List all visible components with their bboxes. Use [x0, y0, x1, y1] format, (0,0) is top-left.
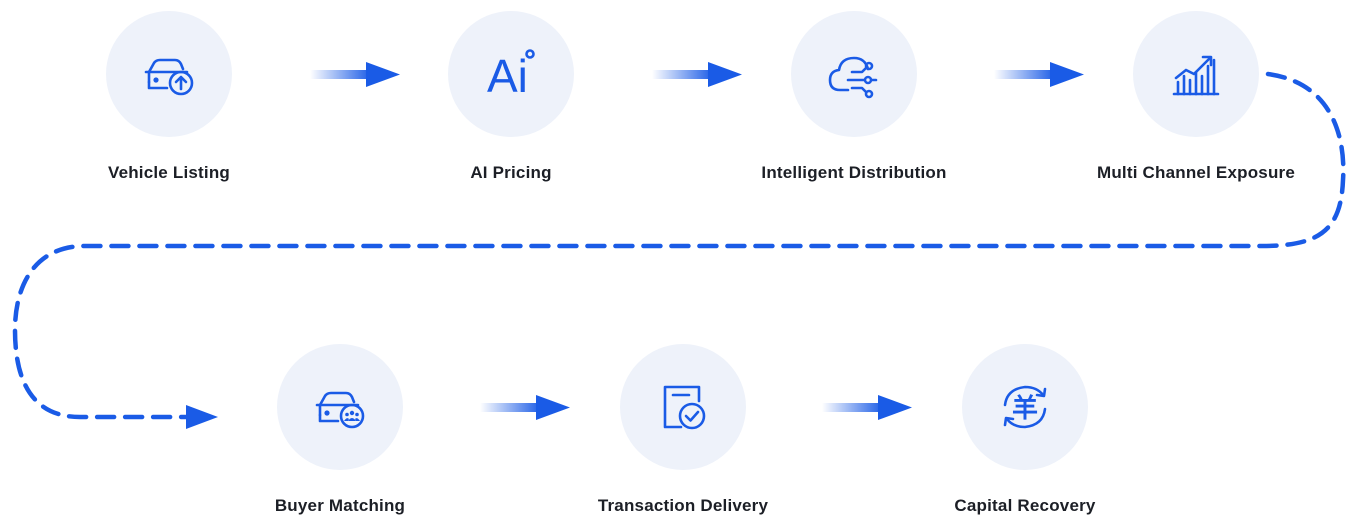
- growth-chart-icon: [1172, 55, 1220, 96]
- cloud-network-icon: [828, 56, 878, 99]
- step-vehicle-listing: Vehicle Listing: [44, 11, 294, 183]
- step-label: AI Pricing: [470, 163, 552, 182]
- arrow-6-7: [822, 395, 912, 420]
- step-icon-circle: Ai: [448, 11, 574, 137]
- step-label: Capital Recovery: [954, 496, 1096, 515]
- step-capital-recovery: 羊 Capital Recovery: [900, 344, 1150, 516]
- wrap-arrowhead: [186, 405, 218, 429]
- step-multi-channel-exposure: Multi Channel Exposure: [1071, 11, 1321, 183]
- currency-cycle-icon: 羊: [1003, 385, 1047, 429]
- arrow-5-6: [480, 395, 570, 420]
- step-label: Multi Channel Exposure: [1096, 163, 1296, 182]
- step-icon-circle: [791, 11, 917, 137]
- step-transaction-delivery: Transaction Delivery: [558, 344, 808, 516]
- step-buyer-matching: Buyer Matching: [215, 344, 465, 516]
- step-icon-circle: [1133, 11, 1259, 137]
- step-icon-circle: 羊: [962, 344, 1088, 470]
- step-icon-circle: [620, 344, 746, 470]
- step-label: Intelligent Distribution: [761, 163, 947, 182]
- car-users-icon: [315, 391, 365, 429]
- step-label: Vehicle Listing: [107, 163, 231, 182]
- step-icon-circle: [277, 344, 403, 470]
- step-label: Buyer Matching: [274, 496, 406, 515]
- step-label: Transaction Delivery: [597, 496, 769, 515]
- svg-text:Ai: Ai: [487, 50, 528, 102]
- svg-text:羊: 羊: [1012, 393, 1038, 424]
- step-intelligent-distribution: Intelligent Distribution: [729, 11, 979, 183]
- ai-icon: Ai: [487, 49, 535, 102]
- arrow-3-4: [994, 62, 1084, 87]
- wrap-dashed-connector: [12, 71, 1346, 420]
- arrow-2-3: [652, 62, 742, 87]
- arrow-1-2: [310, 62, 400, 87]
- step-icon-circle: [106, 11, 232, 137]
- step-ai-pricing: Ai AI Pricing: [386, 11, 636, 183]
- car-upload-icon: [144, 58, 194, 96]
- document-check-icon: [663, 385, 706, 430]
